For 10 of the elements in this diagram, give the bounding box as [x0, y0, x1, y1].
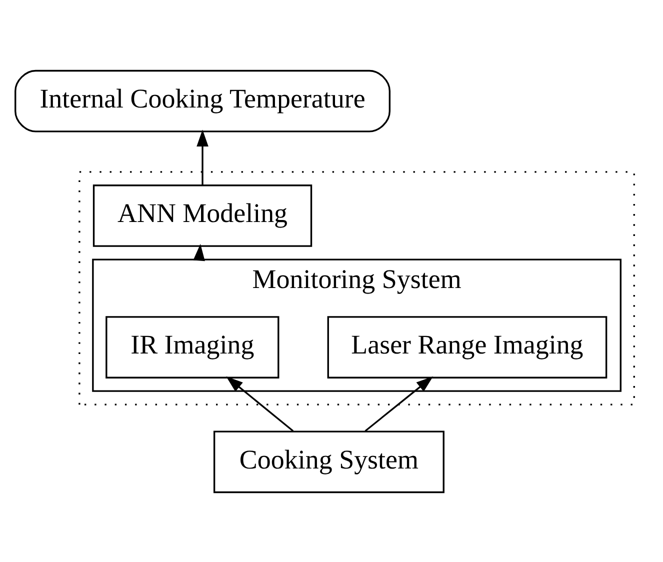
- arrow: [364, 376, 434, 432]
- arrow: [196, 129, 208, 184]
- node-box: Cooking System: [213, 430, 444, 493]
- arrow: [193, 243, 205, 261]
- node-box: ANN Modeling: [92, 184, 312, 246]
- cluster: [78, 170, 635, 405]
- node-box: Laser Range Imaging: [327, 316, 608, 378]
- arrow: [226, 376, 294, 432]
- node-box: IR Imaging: [106, 316, 280, 378]
- node-box: Internal Cooking Temperature: [14, 69, 391, 132]
